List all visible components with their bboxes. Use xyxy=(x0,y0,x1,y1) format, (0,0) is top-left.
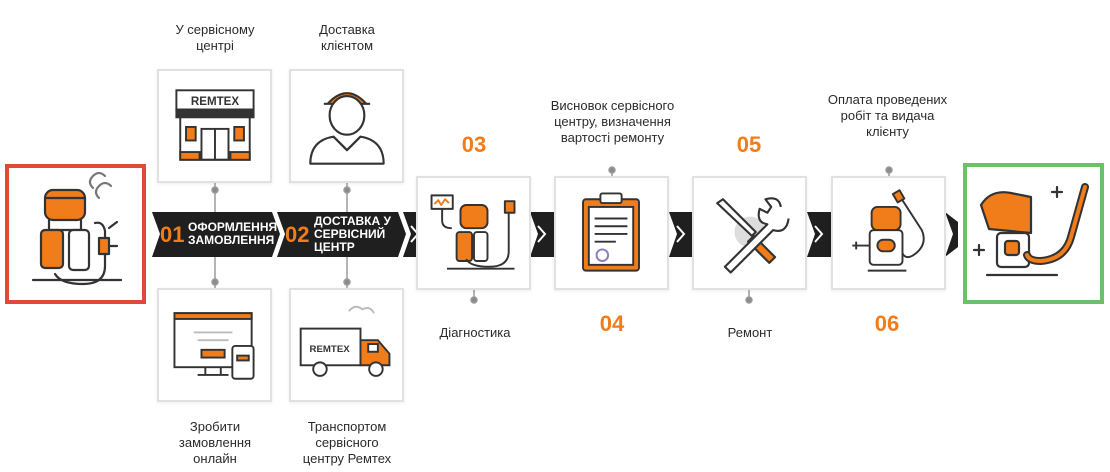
step-01-label-line2: ЗАМОВЛЕННЯ xyxy=(188,233,275,247)
shop-icon: REMTEX xyxy=(175,89,255,161)
tools-icon xyxy=(716,197,790,274)
step-02-label: ДОСТАВКА У СЕРВІСНИЙ ЦЕНТР xyxy=(314,215,391,254)
computer-order-icon xyxy=(173,312,255,380)
step-06-caption-line1: Оплата проведених xyxy=(827,92,948,107)
option-client-delivery-line2: клієнтом xyxy=(320,38,374,53)
step-04-caption-line1: Висновок сервісного xyxy=(550,98,675,113)
step-06-caption-line2: робіт та видача xyxy=(840,108,935,123)
option-service-center-caption: У сервісному центрі xyxy=(160,22,270,54)
option-online-order-caption: Зробити замовлення онлайн xyxy=(160,419,270,467)
step-04-caption-line2: центру, визначення xyxy=(554,114,671,129)
option-transport-line1: Транспортом xyxy=(307,419,387,434)
step-06-card xyxy=(831,176,946,290)
step-02-label-line1: ДОСТАВКА У xyxy=(314,214,391,228)
step-01-label-line1: ОФОРМЛЕННЯ xyxy=(188,220,278,234)
step-05-card xyxy=(692,176,807,290)
option-online-order-line2: замовлення xyxy=(178,435,252,450)
step-01-number: 01 xyxy=(160,222,185,247)
option-transport-line3: центру Ремтех xyxy=(302,451,392,466)
step-06-caption-line3: клієнту xyxy=(866,124,909,139)
step-04-card xyxy=(554,176,669,290)
option-client-delivery-card xyxy=(289,69,404,183)
repaired-sprayer-icon xyxy=(972,183,1089,277)
option-transport-line2: сервісного xyxy=(315,435,379,450)
step-03-number: 03 xyxy=(461,132,487,157)
step-04-caption: Висновок сервісного центру, визначення в… xyxy=(540,98,685,146)
step-05-caption: Ремонт xyxy=(727,325,773,340)
payment-sprayer-icon xyxy=(852,189,925,272)
finish-repaired-device xyxy=(963,163,1104,304)
step-03-card xyxy=(416,176,531,290)
step-06-caption: Оплата проведених робіт та видача клієнт… xyxy=(815,92,960,140)
start-broken-device xyxy=(5,164,146,304)
option-online-order-line1: Зробити xyxy=(189,419,241,434)
step-02-label-line3: ЦЕНТР xyxy=(314,240,355,254)
option-transport-card: REMTEX xyxy=(289,288,404,402)
step-05-number: 05 xyxy=(736,132,762,157)
step-04-caption-line3: вартості ремонту xyxy=(560,130,665,145)
option-client-delivery-caption: Доставка клієнтом xyxy=(292,22,402,54)
option-online-order-card xyxy=(157,288,272,402)
step-04-number: 04 xyxy=(599,311,625,336)
option-service-center-line1: У сервісному xyxy=(175,22,255,37)
logo-text-truck: REMTEX xyxy=(310,344,351,355)
step-02-number: 02 xyxy=(285,222,310,247)
delivery-truck-icon: REMTEX xyxy=(299,305,391,377)
broken-sprayer-icon xyxy=(31,171,123,286)
option-online-order-line3: онлайн xyxy=(193,451,237,466)
step-01-label: ОФОРМЛЕННЯ ЗАМОВЛЕННЯ xyxy=(188,221,277,247)
clipboard-icon xyxy=(582,192,640,272)
option-service-center-line2: центрі xyxy=(196,38,234,53)
step-02-label-line2: СЕРВІСНИЙ xyxy=(314,227,386,241)
diagnostics-icon xyxy=(430,194,516,270)
step-03-caption: Діагностика xyxy=(439,325,511,340)
option-client-delivery-line1: Доставка xyxy=(319,22,375,37)
courier-icon xyxy=(309,92,385,165)
logo-text: REMTEX xyxy=(191,96,239,108)
option-transport-caption: Транспортом сервісного центру Ремтех xyxy=(287,419,407,467)
step-06-number: 06 xyxy=(874,311,900,336)
option-service-center-card: REMTEX xyxy=(157,69,272,183)
